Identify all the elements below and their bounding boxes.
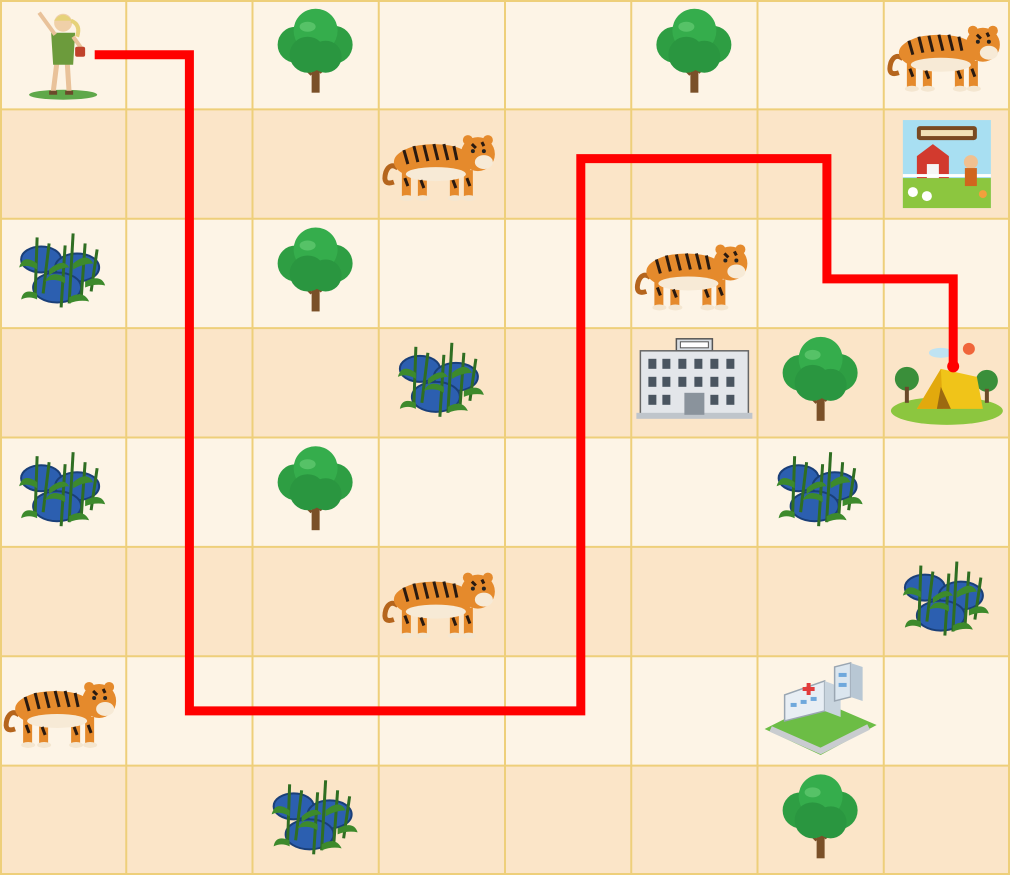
- board-cell[interactable]: [379, 219, 505, 328]
- board-cell[interactable]: [0, 766, 126, 875]
- board-cell[interactable]: [0, 328, 126, 437]
- board-cell[interactable]: [884, 438, 1010, 547]
- board-cell[interactable]: [631, 766, 757, 875]
- board-cell[interactable]: [631, 547, 757, 656]
- board-cell[interactable]: [631, 438, 757, 547]
- board-cell[interactable]: [505, 766, 631, 875]
- board-cell[interactable]: [505, 0, 631, 109]
- board-cell[interactable]: [758, 109, 884, 218]
- board-cell[interactable]: [253, 109, 379, 218]
- board-cell[interactable]: [253, 547, 379, 656]
- board-cell[interactable]: [884, 656, 1010, 765]
- board-cell[interactable]: [758, 547, 884, 656]
- board-cell[interactable]: [505, 109, 631, 218]
- board-cell[interactable]: [758, 0, 884, 109]
- board-cell[interactable]: [505, 438, 631, 547]
- board-cell[interactable]: [884, 766, 1010, 875]
- museum-icon: [636, 339, 752, 419]
- board-cell[interactable]: [505, 328, 631, 437]
- board-cell[interactable]: [505, 219, 631, 328]
- board-cell[interactable]: [0, 109, 126, 218]
- board-cell[interactable]: [884, 219, 1010, 328]
- board-cell[interactable]: [631, 109, 757, 218]
- board-cell[interactable]: [758, 219, 884, 328]
- route-end-dot: [947, 360, 959, 372]
- board-cell[interactable]: [379, 0, 505, 109]
- board-cell[interactable]: [379, 766, 505, 875]
- board-cell[interactable]: [631, 656, 757, 765]
- board-cell[interactable]: [253, 328, 379, 437]
- board-cell[interactable]: [505, 547, 631, 656]
- board-cell[interactable]: [126, 766, 252, 875]
- farm-picture-icon: [903, 120, 991, 208]
- board-cell[interactable]: [0, 547, 126, 656]
- board-cell[interactable]: [379, 438, 505, 547]
